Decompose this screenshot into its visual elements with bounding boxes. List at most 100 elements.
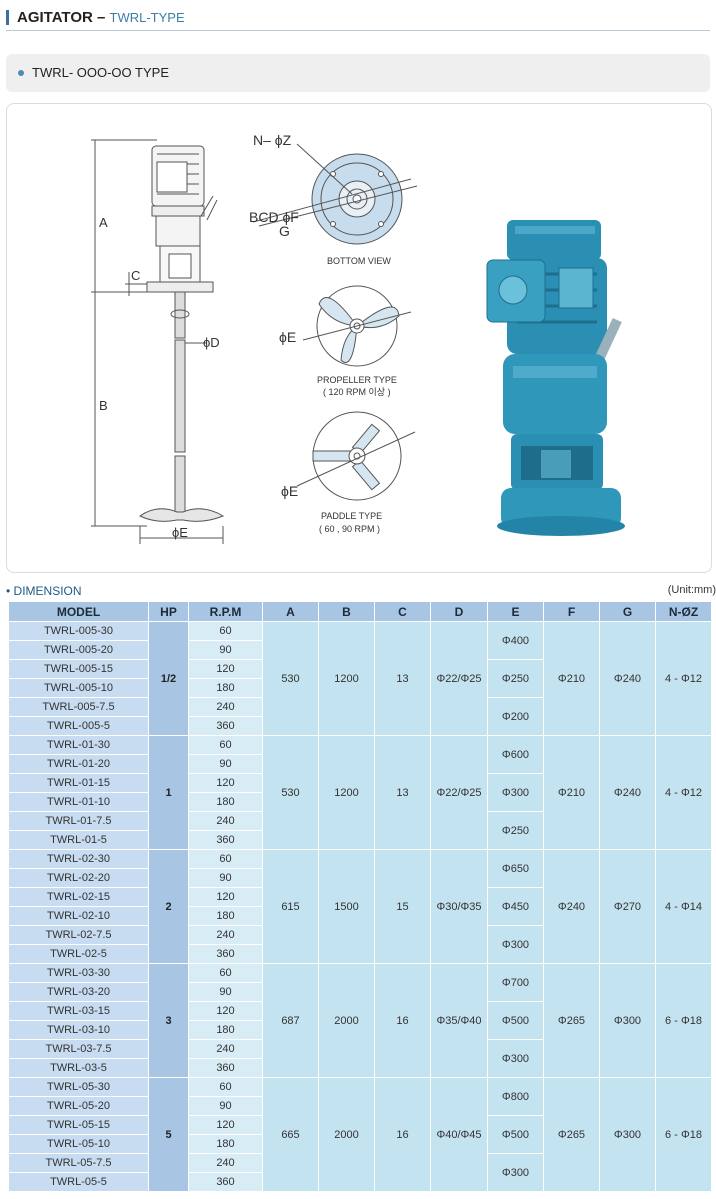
c-cell: 15 bbox=[374, 849, 431, 964]
e-cell: Φ250 bbox=[487, 811, 544, 850]
col-e: E bbox=[487, 601, 544, 622]
e-cell: Φ700 bbox=[487, 963, 544, 1002]
model-cell: TWRL-05-10 bbox=[8, 1134, 149, 1154]
b-cell: 1500 bbox=[318, 849, 375, 964]
model-cell: TWRL-005-15 bbox=[8, 659, 149, 679]
model-cell: TWRL-05-15 bbox=[8, 1115, 149, 1135]
c-cell: 13 bbox=[374, 735, 431, 850]
e-cell: Φ800 bbox=[487, 1077, 544, 1116]
nz-cell: 4 - Φ12 bbox=[655, 621, 712, 736]
e-cell: Φ250 bbox=[487, 659, 544, 698]
f-cell: Φ265 bbox=[543, 963, 600, 1078]
table-row: TWRL-05-5 360 bbox=[8, 1172, 712, 1192]
col-hp: HP bbox=[148, 601, 189, 622]
model-cell: TWRL-03-7.5 bbox=[8, 1039, 149, 1059]
rpm-cell: 60 bbox=[188, 735, 263, 755]
technical-drawing: A B C ϕD ϕE N– ϕZ BCD ϕF G BOTTOM VIEW bbox=[91, 132, 625, 544]
e-cell: Φ300 bbox=[487, 925, 544, 964]
model-cell: TWRL-02-10 bbox=[8, 906, 149, 926]
rpm-cell: 60 bbox=[188, 849, 263, 869]
f-cell: Φ265 bbox=[543, 1077, 600, 1192]
g-cell: Φ300 bbox=[599, 1077, 656, 1192]
propeller-rpm-caption: ( 120 RPM 이상 ) bbox=[323, 387, 391, 397]
page-title-sub: TWRL-TYPE bbox=[109, 10, 185, 25]
model-cell: TWRL-005-30 bbox=[8, 621, 149, 641]
propeller-type-caption: PROPELLER TYPE bbox=[317, 375, 397, 385]
rpm-cell: 120 bbox=[188, 887, 263, 907]
hp-cell: 3 bbox=[148, 963, 189, 1078]
nz-cell: 6 - Φ18 bbox=[655, 963, 712, 1078]
propeller-e-label: ϕE bbox=[279, 329, 296, 345]
e-cell: Φ200 bbox=[487, 697, 544, 736]
rpm-cell: 180 bbox=[188, 1134, 263, 1154]
rpm-cell: 90 bbox=[188, 754, 263, 774]
col-c: C bbox=[374, 601, 431, 622]
col-a: A bbox=[262, 601, 319, 622]
nz-cell: 4 - Φ14 bbox=[655, 849, 712, 964]
model-cell: TWRL-01-30 bbox=[8, 735, 149, 755]
col-g: G bbox=[599, 601, 656, 622]
type-banner: TWRL- OOO-OO TYPE bbox=[6, 54, 710, 92]
agitator-photo bbox=[486, 220, 625, 536]
rpm-cell: 360 bbox=[188, 1172, 263, 1192]
f-cell: Φ210 bbox=[543, 735, 600, 850]
hp-cell: 5 bbox=[148, 1077, 189, 1192]
dim-a-label: A bbox=[99, 215, 108, 230]
bullet-icon bbox=[18, 70, 24, 76]
a-cell: 665 bbox=[262, 1077, 319, 1192]
a-cell: 530 bbox=[262, 735, 319, 850]
e-cell: Φ300 bbox=[487, 773, 544, 812]
rpm-cell: 360 bbox=[188, 944, 263, 964]
f-cell: Φ240 bbox=[543, 849, 600, 964]
b-cell: 1200 bbox=[318, 735, 375, 850]
model-cell: TWRL-03-10 bbox=[8, 1020, 149, 1040]
b-cell: 1200 bbox=[318, 621, 375, 736]
model-cell: TWRL-005-7.5 bbox=[8, 697, 149, 717]
rpm-cell: 240 bbox=[188, 1039, 263, 1059]
page-title-main: AGITATOR – bbox=[17, 9, 106, 26]
c-cell: 16 bbox=[374, 963, 431, 1078]
g-cell: Φ270 bbox=[599, 849, 656, 964]
col-model: MODEL bbox=[8, 601, 149, 622]
nz-label: N– ϕZ bbox=[253, 132, 292, 148]
rpm-cell: 240 bbox=[188, 1153, 263, 1173]
rpm-cell: 60 bbox=[188, 963, 263, 983]
hp-cell: 2 bbox=[148, 849, 189, 964]
a-cell: 615 bbox=[262, 849, 319, 964]
g-cell: Φ240 bbox=[599, 735, 656, 850]
c-cell: 13 bbox=[374, 621, 431, 736]
e-cell: Φ500 bbox=[487, 1115, 544, 1154]
model-cell: TWRL-01-7.5 bbox=[8, 811, 149, 831]
rpm-cell: 180 bbox=[188, 906, 263, 926]
e-cell: Φ400 bbox=[487, 621, 544, 660]
rpm-cell: 360 bbox=[188, 830, 263, 850]
b-cell: 2000 bbox=[318, 963, 375, 1078]
rpm-cell: 60 bbox=[188, 1077, 263, 1097]
col-d: D bbox=[430, 601, 488, 622]
model-cell: TWRL-03-5 bbox=[8, 1058, 149, 1078]
e-cell: Φ300 bbox=[487, 1153, 544, 1192]
model-cell: TWRL-05-5 bbox=[8, 1172, 149, 1192]
model-cell: TWRL-005-10 bbox=[8, 678, 149, 698]
bottom-view-caption: BOTTOM VIEW bbox=[327, 256, 391, 266]
model-cell: TWRL-02-7.5 bbox=[8, 925, 149, 945]
a-cell: 687 bbox=[262, 963, 319, 1078]
rpm-cell: 240 bbox=[188, 811, 263, 831]
model-cell: TWRL-005-20 bbox=[8, 640, 149, 660]
model-cell: TWRL-02-20 bbox=[8, 868, 149, 888]
c-cell: 16 bbox=[374, 1077, 431, 1192]
e-cell: Φ650 bbox=[487, 849, 544, 888]
d-cell: Φ30/Φ35 bbox=[430, 849, 488, 964]
col-nz: N-ØZ bbox=[655, 601, 712, 622]
